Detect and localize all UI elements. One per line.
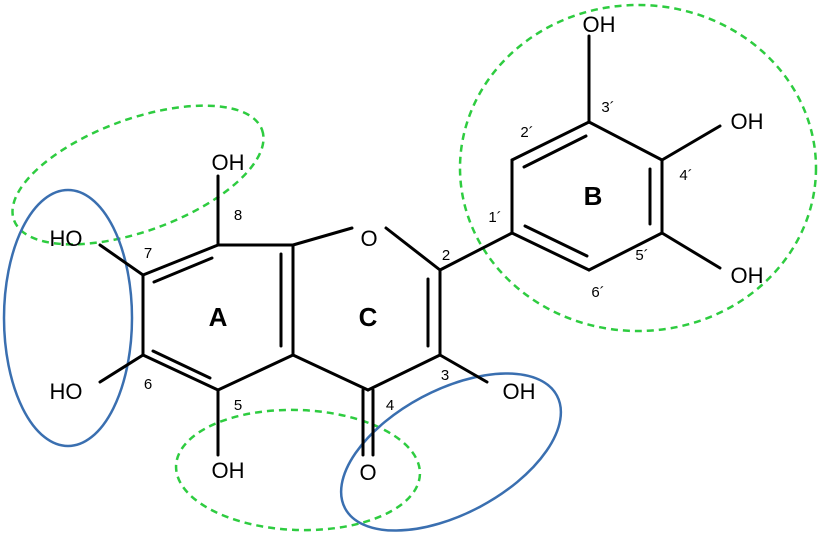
position-7: 7 bbox=[144, 245, 152, 262]
atom-ho-7: HO bbox=[50, 226, 83, 251]
position-numbers: 2 3 4 5 6 7 8 1´ 2´ 3´ 4´ 5´ 6´ bbox=[144, 99, 693, 414]
position-1-prime: 1´ bbox=[488, 209, 501, 226]
bond-c2-c1p bbox=[438, 231, 514, 272]
atom-o-ring: O bbox=[360, 226, 377, 251]
atom-oh-8: OH bbox=[212, 150, 245, 175]
ring-label-c: C bbox=[359, 302, 378, 332]
bond-c4p-oh bbox=[660, 124, 722, 162]
position-2-prime: 2´ bbox=[520, 124, 533, 141]
bond-c4a-c5 bbox=[216, 353, 295, 392]
position-3-prime: 3´ bbox=[601, 99, 614, 116]
bond-c7-c8 bbox=[141, 243, 220, 277]
bond-c8a-o1 bbox=[291, 226, 354, 247]
solid-highlight-ho7-ho6 bbox=[2, 188, 134, 448]
highlight-regions bbox=[2, 3, 818, 532]
position-5: 5 bbox=[234, 397, 242, 414]
bond-c2p-c3p-inner bbox=[522, 134, 588, 169]
atom-oh-3-prime: OH bbox=[583, 12, 616, 37]
bond-c5p-oh bbox=[660, 231, 722, 270]
bond-c5p-c6p bbox=[587, 231, 664, 272]
atom-ho-6: HO bbox=[50, 379, 83, 404]
bond-c6p-c1p-inner bbox=[523, 224, 589, 258]
bond-lines bbox=[98, 34, 722, 457]
dashed-highlight-oh8-ho7 bbox=[11, 104, 265, 246]
bond-c2p-c3p bbox=[510, 120, 591, 162]
position-6-prime: 6´ bbox=[591, 284, 604, 301]
ring-labels: A C B bbox=[209, 181, 603, 332]
bond-c7-ho bbox=[98, 243, 145, 277]
bond-c6-ho bbox=[98, 353, 145, 384]
position-3: 3 bbox=[441, 367, 449, 384]
position-8: 8 bbox=[234, 207, 242, 224]
dashed-highlight-oh5-carbonyl bbox=[174, 408, 422, 532]
ring-label-b: B bbox=[584, 181, 603, 211]
atom-oh-5-prime: OH bbox=[731, 263, 764, 288]
bond-c4-c4a bbox=[291, 353, 370, 392]
ring-label-a: A bbox=[209, 302, 228, 332]
bond-c3-oh bbox=[438, 353, 489, 384]
bond-c5-c6 bbox=[141, 353, 220, 392]
position-6: 6 bbox=[144, 376, 152, 393]
bond-c7-c8-inner bbox=[152, 256, 214, 284]
bond-c5-c6-inner bbox=[151, 349, 212, 380]
dashed-highlight-ring-b bbox=[458, 3, 818, 333]
solid-highlight-carbonyl-oh3 bbox=[339, 372, 563, 532]
bond-c3-c4 bbox=[366, 353, 442, 392]
bond-c6p-c1p bbox=[510, 231, 591, 272]
position-4-prime: 4´ bbox=[679, 167, 692, 184]
atom-labels: O O OH HO HO OH OH OH OH OH bbox=[50, 12, 764, 485]
position-4: 4 bbox=[386, 397, 394, 414]
atom-oh-3: OH bbox=[503, 379, 536, 404]
position-2: 2 bbox=[442, 247, 450, 264]
atom-oh-5: OH bbox=[212, 458, 245, 483]
atom-o-carbonyl: O bbox=[359, 460, 376, 485]
position-5-prime: 5´ bbox=[635, 247, 648, 264]
bond-o1-c2 bbox=[384, 226, 442, 272]
atom-oh-4-prime: OH bbox=[731, 109, 764, 134]
bond-c3p-c4p bbox=[587, 120, 664, 162]
